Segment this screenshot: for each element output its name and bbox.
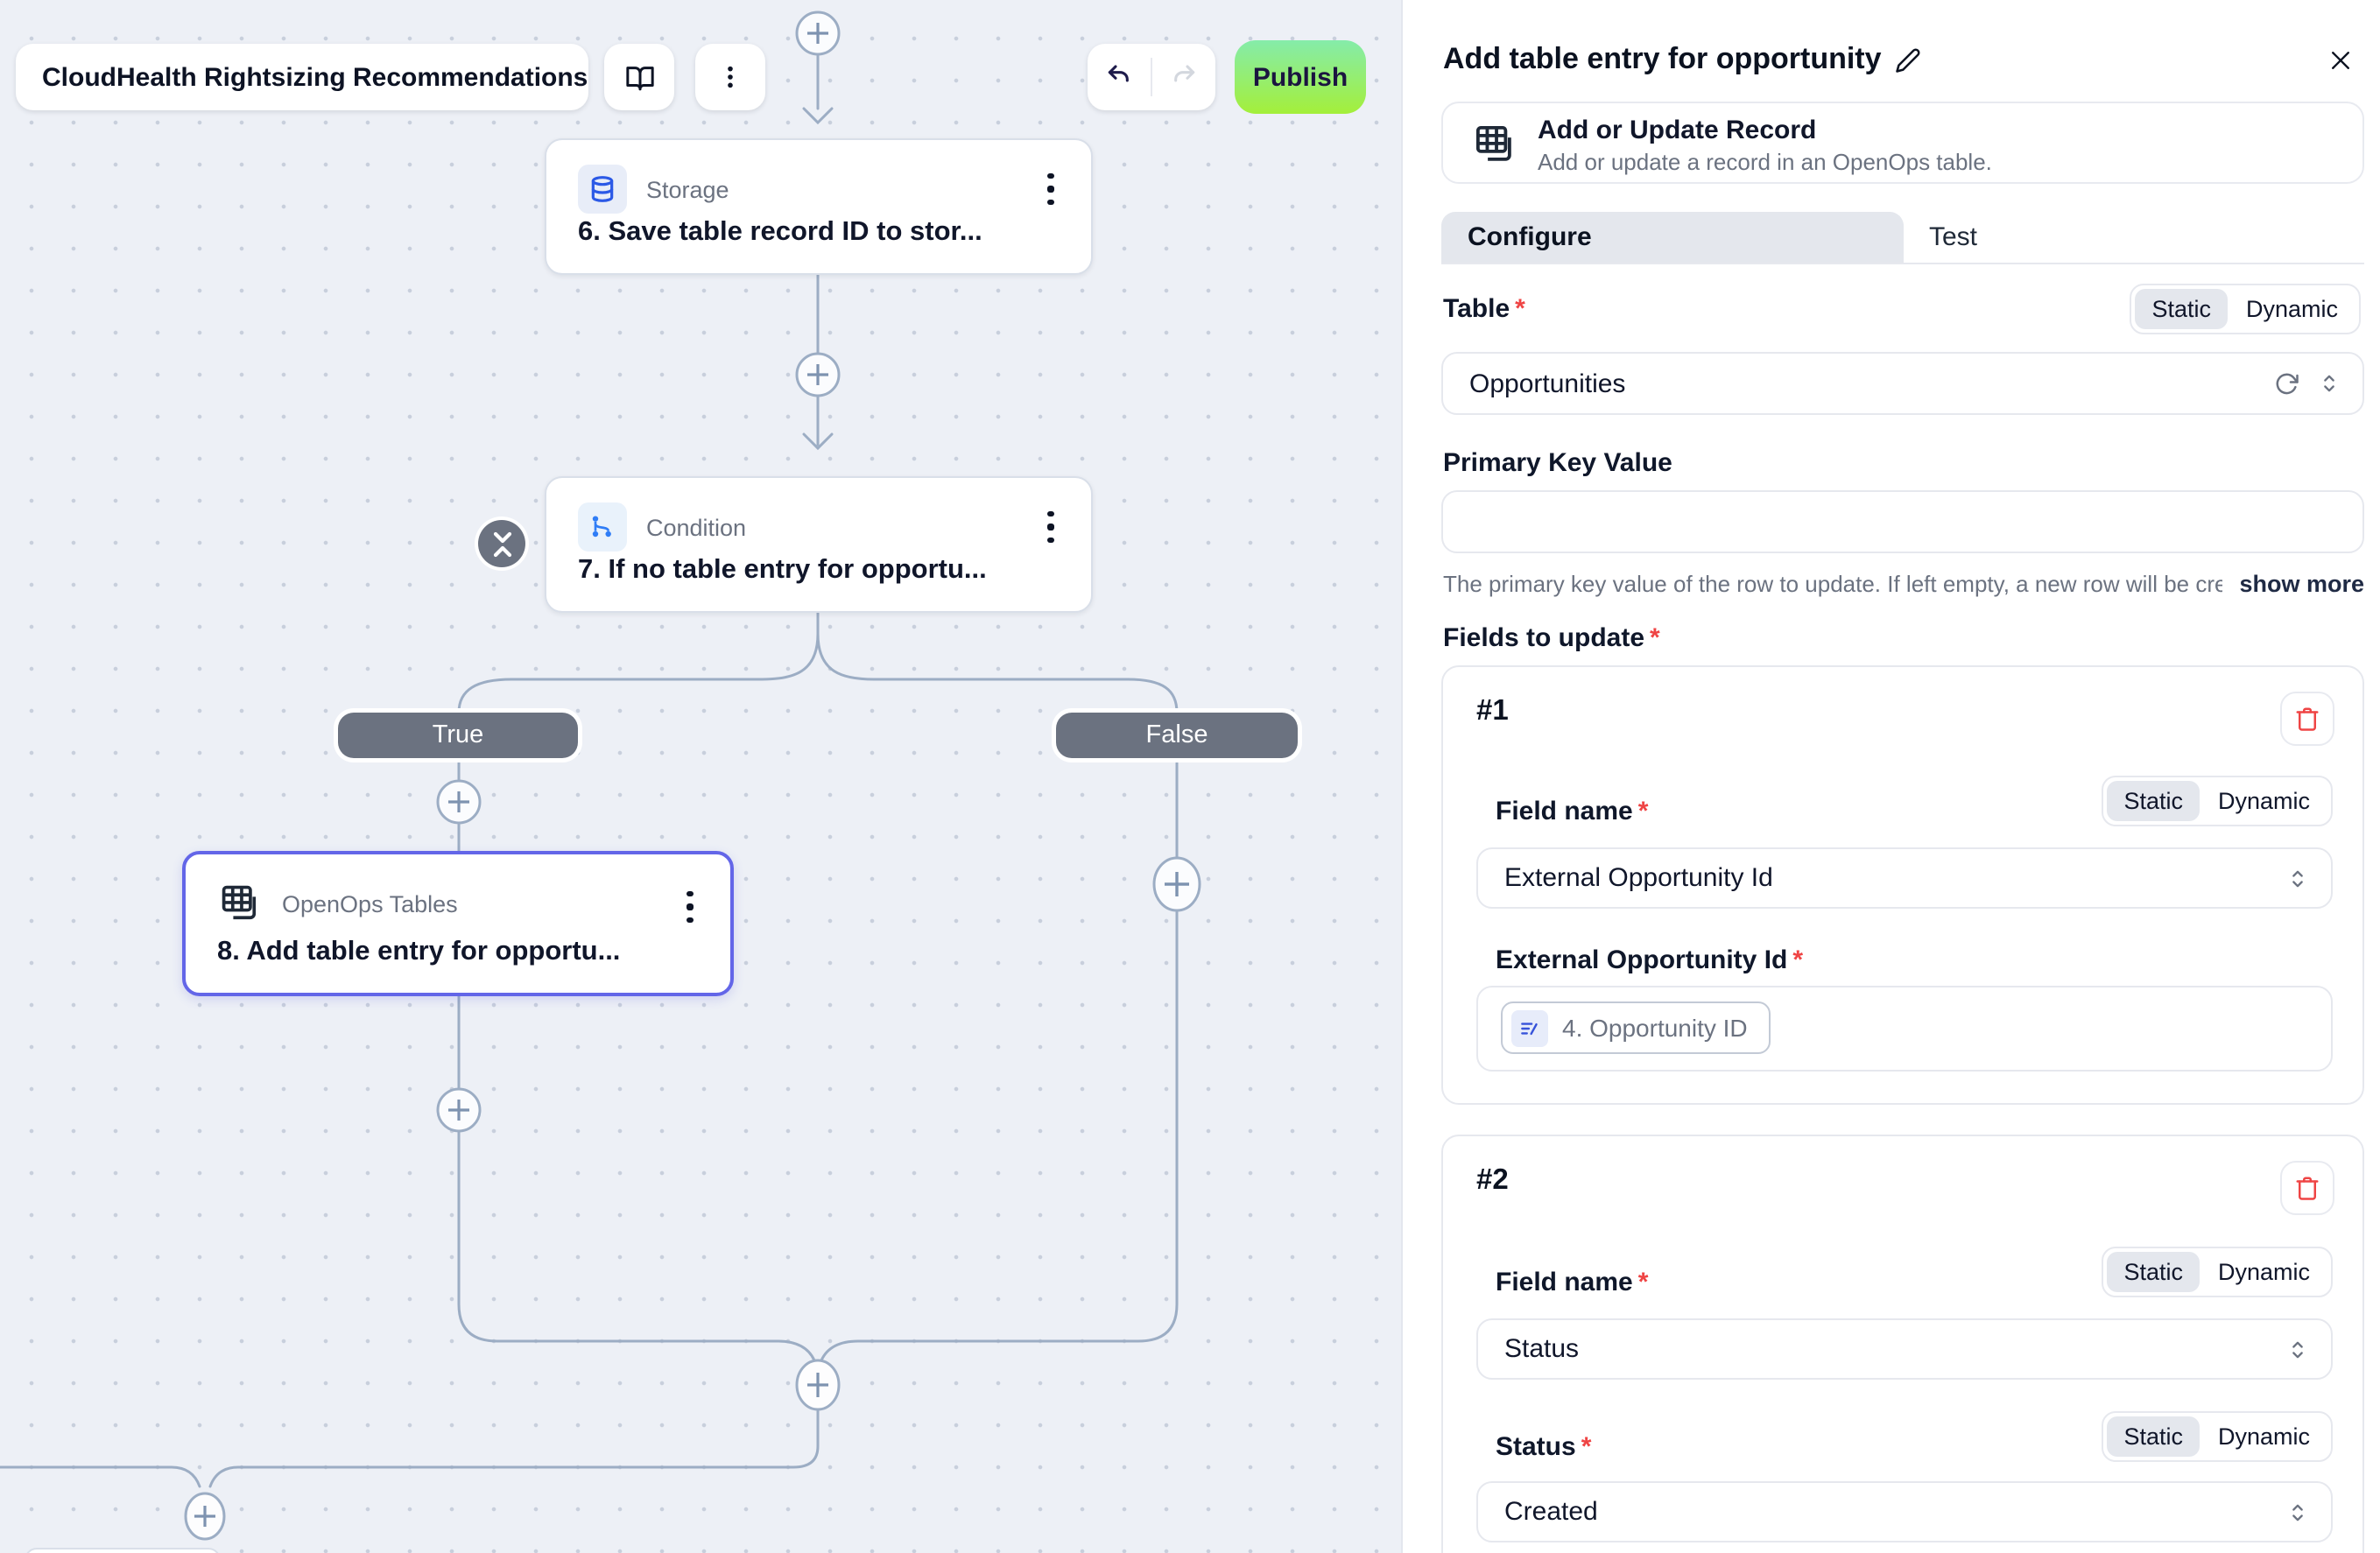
table-static-dynamic-toggle: Static Dynamic (2129, 284, 2361, 334)
trash-icon (2296, 707, 2319, 731)
branch-label-false[interactable]: False (1056, 713, 1298, 758)
status-select[interactable]: Created (1476, 1481, 2333, 1542)
toggle-static[interactable]: Static (2106, 781, 2200, 821)
chevrons-up-down-icon (2292, 1340, 2303, 1358)
history-controls (1088, 44, 1215, 110)
flow-name-dropdown[interactable]: CloudHealth Rightsizing Recommendations (16, 44, 588, 110)
panel-title: Add table entry for opportunity (1443, 42, 1882, 75)
field-name-static-dynamic-toggle: Static Dynamic (2101, 1247, 2333, 1297)
step-settings-panel: Add table entry for opportunity Add or U… (1401, 0, 2380, 1553)
more-options-button[interactable] (695, 44, 765, 110)
field-name-select[interactable]: External Opportunity Id (1476, 847, 2333, 909)
field-name-label: Field name* (1496, 1268, 1649, 1297)
table-field-label: Table* (1443, 294, 1525, 324)
variable-icon (1511, 1009, 1548, 1046)
toggle-dynamic[interactable]: Dynamic (2217, 1259, 2310, 1285)
status-static-dynamic-toggle: Static Dynamic (2101, 1411, 2333, 1462)
divider (1151, 58, 1152, 96)
fields-to-update-label: Fields to update* (1443, 623, 1660, 653)
collapse-branch-button[interactable] (478, 520, 525, 567)
toggle-static[interactable]: Static (2106, 1416, 2200, 1457)
close-panel-button[interactable] (2322, 42, 2357, 77)
toggle-dynamic[interactable]: Dynamic (2217, 788, 2310, 814)
branch-label-true[interactable]: True (338, 713, 578, 758)
add-step-merge (795, 1359, 841, 1411)
chevrons-up-down-icon (2292, 1503, 2303, 1521)
toggle-static[interactable]: Static (2134, 289, 2229, 329)
publish-button[interactable]: Publish (1235, 40, 1366, 114)
node-storage[interactable]: Storage 6. Save table record ID to stor.… (545, 138, 1093, 275)
toggle-static[interactable]: Static (2106, 1252, 2200, 1292)
field-index: #1 (1476, 695, 1509, 727)
flow-name: CloudHealth Rightsizing Recommendations (42, 62, 588, 92)
close-icon (2331, 51, 2348, 68)
toggle-dynamic[interactable]: Dynamic (2217, 1423, 2310, 1450)
node-type-label: OpenOps Tables (282, 890, 458, 917)
add-step-false (1152, 856, 1201, 912)
add-step-bottom (184, 1492, 226, 1541)
panel-title-row: Add table entry for opportunity (1443, 42, 1922, 77)
delete-field-button[interactable] (2280, 692, 2334, 746)
field-card-1: #1 Field name* Static Dynamic External O… (1441, 665, 2364, 1105)
add-step-below-tables (436, 1087, 482, 1133)
condition-icon (578, 502, 627, 552)
toggle-dynamic[interactable]: Dynamic (2245, 296, 2338, 322)
field-value-label: External Opportunity Id* (1496, 945, 1804, 975)
flow-canvas[interactable]: Storage 6. Save table record ID to stor.… (0, 0, 1401, 1553)
tab-test[interactable]: Test (1929, 222, 1978, 252)
field-index: #2 (1476, 1164, 1509, 1196)
node-condition[interactable]: Condition 7. If no table entry for oppor… (545, 476, 1093, 613)
field-name-label: Field name* (1496, 797, 1649, 826)
show-more-link[interactable]: show more (2239, 571, 2364, 597)
add-step-top (795, 11, 841, 56)
node-title: 7. If no table entry for opportu... (578, 555, 987, 585)
add-step-mid (795, 352, 841, 397)
partial-node-card (25, 1548, 221, 1553)
redo-button[interactable] (1152, 44, 1215, 110)
primary-key-label: Primary Key Value (1443, 448, 1672, 478)
delete-field-button[interactable] (2280, 1161, 2334, 1215)
node-menu-button[interactable] (674, 886, 706, 928)
redo-icon (1174, 65, 1195, 82)
kebab-menu-icon (728, 66, 733, 88)
collapse-icon (492, 531, 511, 557)
primary-key-helper: The primary key value of the row to upda… (1443, 571, 2364, 597)
field-name-static-dynamic-toggle: Static Dynamic (2101, 776, 2333, 826)
tab-configure[interactable]: Configure (1441, 212, 1903, 263)
node-openops-tables[interactable]: OpenOps Tables 8. Add table entry for op… (182, 851, 734, 996)
edit-pencil-icon[interactable] (1896, 46, 1922, 73)
node-menu-button[interactable] (1035, 168, 1067, 210)
tables-icon (1471, 121, 1518, 177)
node-title: 8. Add table entry for opportu... (217, 937, 621, 966)
table-select[interactable]: Opportunities (1441, 352, 2364, 415)
book-open-icon (625, 66, 653, 90)
storage-icon (578, 165, 627, 214)
docs-button[interactable] (604, 44, 674, 110)
action-name: Add or Update Record (1538, 116, 1817, 145)
chevrons-up-down-icon (2324, 375, 2334, 392)
node-type-label: Condition (646, 514, 747, 540)
node-menu-button[interactable] (1035, 506, 1067, 548)
token-label: 4. Opportunity ID (1562, 1014, 1748, 1042)
node-title: 6. Save table record ID to stor... (578, 217, 982, 247)
refresh-icon[interactable] (2273, 370, 2299, 397)
tables-icon (217, 881, 263, 926)
field-name-select[interactable]: Status (1476, 1318, 2333, 1380)
status-label: Status* (1496, 1432, 1592, 1462)
helper-text: The primary key value of the row to upda… (1443, 571, 2222, 597)
primary-key-input[interactable] (1441, 490, 2364, 553)
chevrons-up-down-icon (2292, 869, 2303, 887)
undo-icon (1108, 65, 1129, 82)
token-chip[interactable]: 4. Opportunity ID (1501, 1001, 1771, 1054)
action-summary-card: Add or Update Record Add or update a rec… (1441, 102, 2364, 184)
node-type-label: Storage (646, 176, 729, 202)
action-description: Add or update a record in an OpenOps tab… (1538, 149, 1992, 175)
field-card-2: #2 Field name* Static Dynamic Status Sta… (1441, 1135, 2364, 1553)
field-value-input[interactable]: 4. Opportunity ID (1476, 986, 2333, 1072)
panel-tabs: Configure Test (1441, 212, 2364, 264)
add-step-true (436, 779, 482, 825)
trash-icon (2296, 1177, 2319, 1200)
undo-button[interactable] (1088, 44, 1151, 110)
